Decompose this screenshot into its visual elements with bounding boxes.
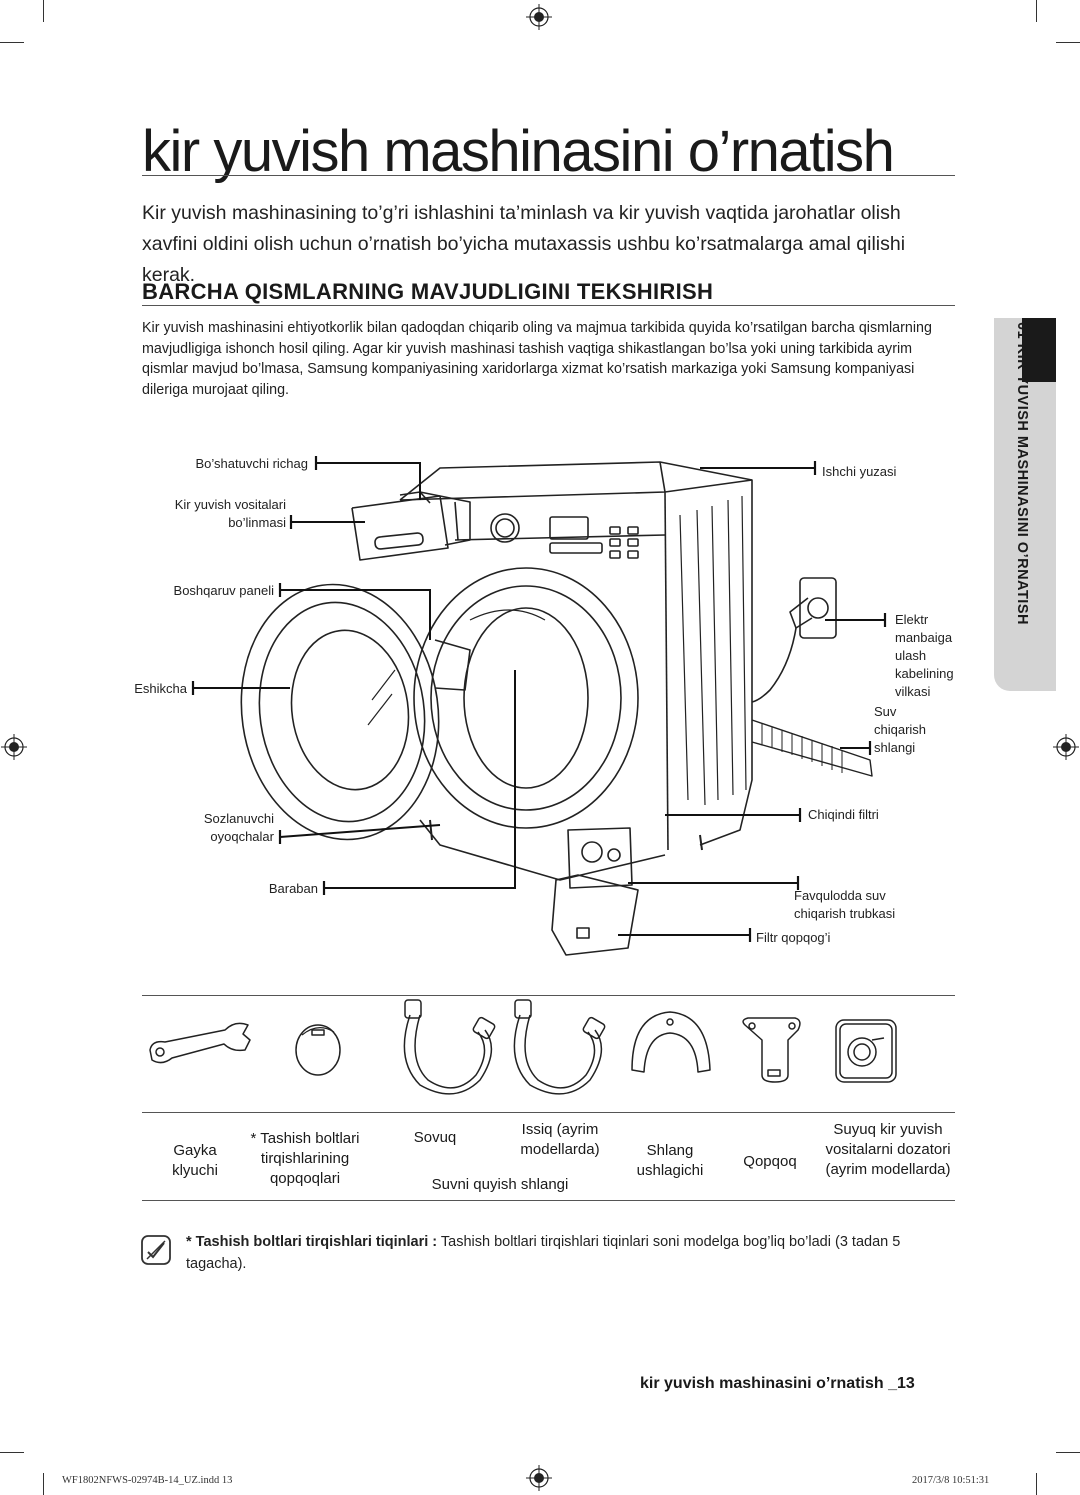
section-body: Kir yuvish mashinasini ehtiyotkorlik bil… (142, 320, 932, 398)
crop-mark (1036, 1473, 1037, 1495)
accessories-top-rule (142, 995, 955, 996)
callout-door: Eshikcha (134, 681, 187, 696)
section-heading: BARCHA QISMLARNING MAVJUDLIGINI TEKSHIRI… (142, 279, 714, 304)
crop-mark (1056, 1452, 1080, 1453)
registration-mark-icon (1053, 734, 1079, 760)
print-date: 2017/3/8 10:51:31 (912, 1475, 990, 1486)
cover-cap-icon (742, 1017, 801, 1083)
callout-debris-filter: Chiqindi filtri (808, 807, 879, 822)
callout-emergency-drain: Favqulodda suv chiqarish trubkasi (794, 888, 896, 921)
crop-mark (1056, 42, 1080, 43)
callout-release-lever: Bo’shatuvchi richag (195, 456, 309, 471)
page-footer: kir yuvish mashinasini o’rnatish _13 (640, 1375, 915, 1392)
note-bold: * Tashish boltlari tirqishlari tiqinlari… (186, 1234, 438, 1250)
registration-mark-icon (1, 734, 27, 760)
accessory-inlet-hose-label: Suvni quyish shlangi (431, 1176, 569, 1193)
accessories-mid-rule (142, 1112, 955, 1113)
title-divider (142, 175, 955, 176)
crop-mark (0, 1452, 24, 1453)
accessory-spanner-label: Gayka klyuchi (172, 1142, 218, 1179)
crop-mark (1036, 0, 1037, 22)
callout-adjustable-legs: Sozlanuvchi oyoqchalar (203, 811, 274, 844)
bolt-cap-icon (295, 1024, 341, 1076)
callout-control-panel: Boshqaruv paneli (173, 583, 274, 598)
print-file-info: WF1802NFWS-02974B-14_UZ.indd 13 (62, 1475, 233, 1486)
page-title: kir yuvish mashinasini o’rnatish (142, 119, 895, 184)
callout-drain-hose: Suv chiqarish shlangi (874, 704, 927, 755)
accessory-hot-label: Issiq (ayrim modellarda) (520, 1121, 600, 1158)
accessories-illustrations (149, 999, 897, 1095)
registration-mark-icon (526, 1465, 552, 1491)
accessory-bolt-caps-label: * Tashish boltlari tirqishlarining qopqo… (250, 1130, 360, 1187)
hose-guide-icon (631, 1011, 711, 1073)
cold-hose-icon (403, 999, 496, 1095)
hot-hose-icon (513, 999, 606, 1095)
accessory-cold-label: Sovuq (413, 1129, 457, 1146)
callout-worktop: Ishchi yuzasi (822, 464, 897, 479)
crop-mark (43, 1473, 44, 1495)
callout-filter-cover: Filtr qopqog’i (756, 930, 831, 945)
side-tab-label: 01 KIR YUVISH MASHINASINI O’RNATISH (1014, 322, 1030, 625)
accessory-liquid-dispenser-label: Suyuq kir yuvish vositalarni dozatori (a… (825, 1121, 951, 1178)
callout-detergent-drawer: Kir yuvish vositalari bo’linmasi (174, 497, 286, 530)
crop-mark (0, 42, 24, 43)
note-text: * Tashish boltlari tirqishlari tiqinlari… (186, 1231, 958, 1275)
callout-drum: Baraban (268, 881, 318, 896)
liquid-dispenser-icon (835, 1019, 897, 1083)
accessory-cap-label: Qopqoq (743, 1153, 797, 1170)
side-tab-marker (1022, 318, 1056, 382)
callout-power-plug: Elektr manbaiga ulash kabelining vilkasi (895, 612, 954, 699)
note-icon (141, 1235, 171, 1265)
section-divider (142, 305, 955, 306)
intro-paragraph: Kir yuvish mashinasining to’g’ri ishlash… (142, 202, 906, 286)
spanner-icon (149, 1022, 251, 1064)
crop-mark (43, 0, 44, 22)
note-body: Tashish boltlari tirqishlari tiqinlari s… (186, 1234, 901, 1272)
registration-mark-icon (526, 4, 552, 30)
washing-machine-illustration (191, 456, 887, 956)
accessories-bottom-rule (142, 1200, 955, 1201)
accessory-hose-guide-label: Shlang ushlagichi (636, 1142, 704, 1179)
